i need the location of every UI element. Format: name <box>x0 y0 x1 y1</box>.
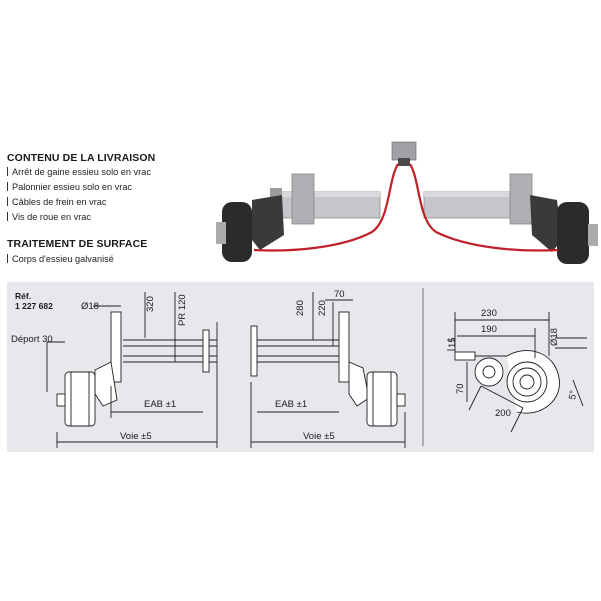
dim-eab-left: EAB ±1 <box>144 399 176 410</box>
dim-pr120: PR 120 <box>177 294 188 326</box>
delivery-item: Vis de roue en vrac <box>7 212 91 222</box>
dim-220: 220 <box>317 300 328 316</box>
surface-title: TRAITEMENT DE SURFACE <box>7 238 148 250</box>
brake-drum-right <box>557 202 589 264</box>
dim-230: 230 <box>481 308 497 319</box>
delivery-title: CONTENU DE LA LIVRAISON <box>7 152 156 164</box>
ref-label: Réf. <box>15 291 31 301</box>
brake-drum-left <box>222 202 252 262</box>
dim-voie-right: Voie ±5 <box>303 431 335 442</box>
dim-eab-right: EAB ±1 <box>275 399 307 410</box>
dim-200: 200 <box>495 408 511 419</box>
delivery-item: Arrêt de gaine essieu solo en vrac <box>7 167 151 177</box>
dim-deport: Déport 30 <box>11 334 53 345</box>
brake-cable-left <box>253 163 399 252</box>
compensator <box>391 141 417 161</box>
dim-70-top: 70 <box>334 289 345 300</box>
dim-280: 280 <box>295 300 306 316</box>
dim-d18: Ø18 <box>81 301 99 312</box>
axle-bracket-right <box>509 173 533 225</box>
delivery-item: Câbles de frein en vrac <box>7 197 106 207</box>
axle-bracket-left <box>291 173 315 225</box>
brake-cable-right <box>409 163 559 252</box>
dim-70-side: 70 <box>455 383 466 394</box>
swing-arm-right <box>530 195 562 252</box>
dim-5deg: 5° <box>567 389 579 400</box>
dim-voie-left: Voie ±5 <box>120 431 152 442</box>
dim-15: 15 <box>447 337 458 348</box>
dim-d18-side: Ø18 <box>549 328 560 346</box>
dim-320: 320 <box>145 296 156 312</box>
axle-photo <box>216 141 598 264</box>
surface-item: Corps d'essieu galvanisé <box>7 254 114 264</box>
swing-arm-left <box>252 195 284 250</box>
ref-number: 1 227 682 <box>15 301 53 311</box>
delivery-item: Palonnier essieu solo en vrac <box>7 182 132 192</box>
dim-190: 190 <box>481 324 497 335</box>
technical-drawing: Réf. 1 227 682 Ø18 320 PR 120 Déport 30 … <box>7 282 594 452</box>
